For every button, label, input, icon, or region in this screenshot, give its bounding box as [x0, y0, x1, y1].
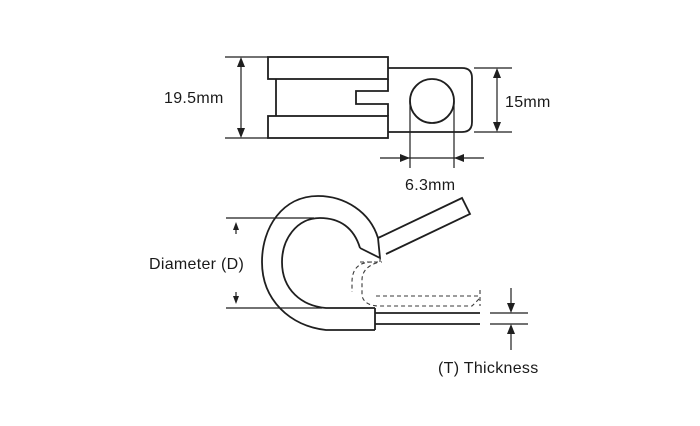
- width-label: 19.5mm: [164, 90, 224, 107]
- tab-arrow-top: [493, 68, 501, 78]
- side-view: [226, 195, 528, 350]
- width-arrow-top: [237, 57, 245, 67]
- tab-arrow-bottom: [493, 122, 501, 132]
- cushion-outer: [261, 195, 379, 331]
- thickness-arrow-top: [507, 303, 515, 313]
- hole-arrow-right: [454, 154, 464, 162]
- hole-label: 6.3mm: [405, 177, 455, 194]
- thickness-arrow-bottom: [507, 324, 515, 334]
- hidden-band-outer: [361, 258, 481, 307]
- hole-arrow-left: [400, 154, 410, 162]
- cushion-neck: [359, 237, 382, 260]
- tab-width-label: 15mm: [505, 94, 551, 111]
- diameter-label: Diameter (D): [149, 256, 244, 273]
- width-arrow-bottom: [237, 128, 245, 138]
- metal-tab-upper: [377, 196, 472, 255]
- cushion-band-bottom: [267, 115, 389, 139]
- top-view: [225, 56, 512, 168]
- mounting-tab: [388, 67, 473, 133]
- body-slot: [355, 79, 389, 116]
- diameter-arrow-top: [233, 222, 239, 230]
- cushion-inner: [281, 217, 375, 309]
- mounting-hole: [409, 78, 455, 124]
- cushion-band-top: [267, 56, 389, 80]
- thickness-label: (T) Thickness: [438, 360, 539, 377]
- diameter-arrow-bottom: [233, 296, 239, 304]
